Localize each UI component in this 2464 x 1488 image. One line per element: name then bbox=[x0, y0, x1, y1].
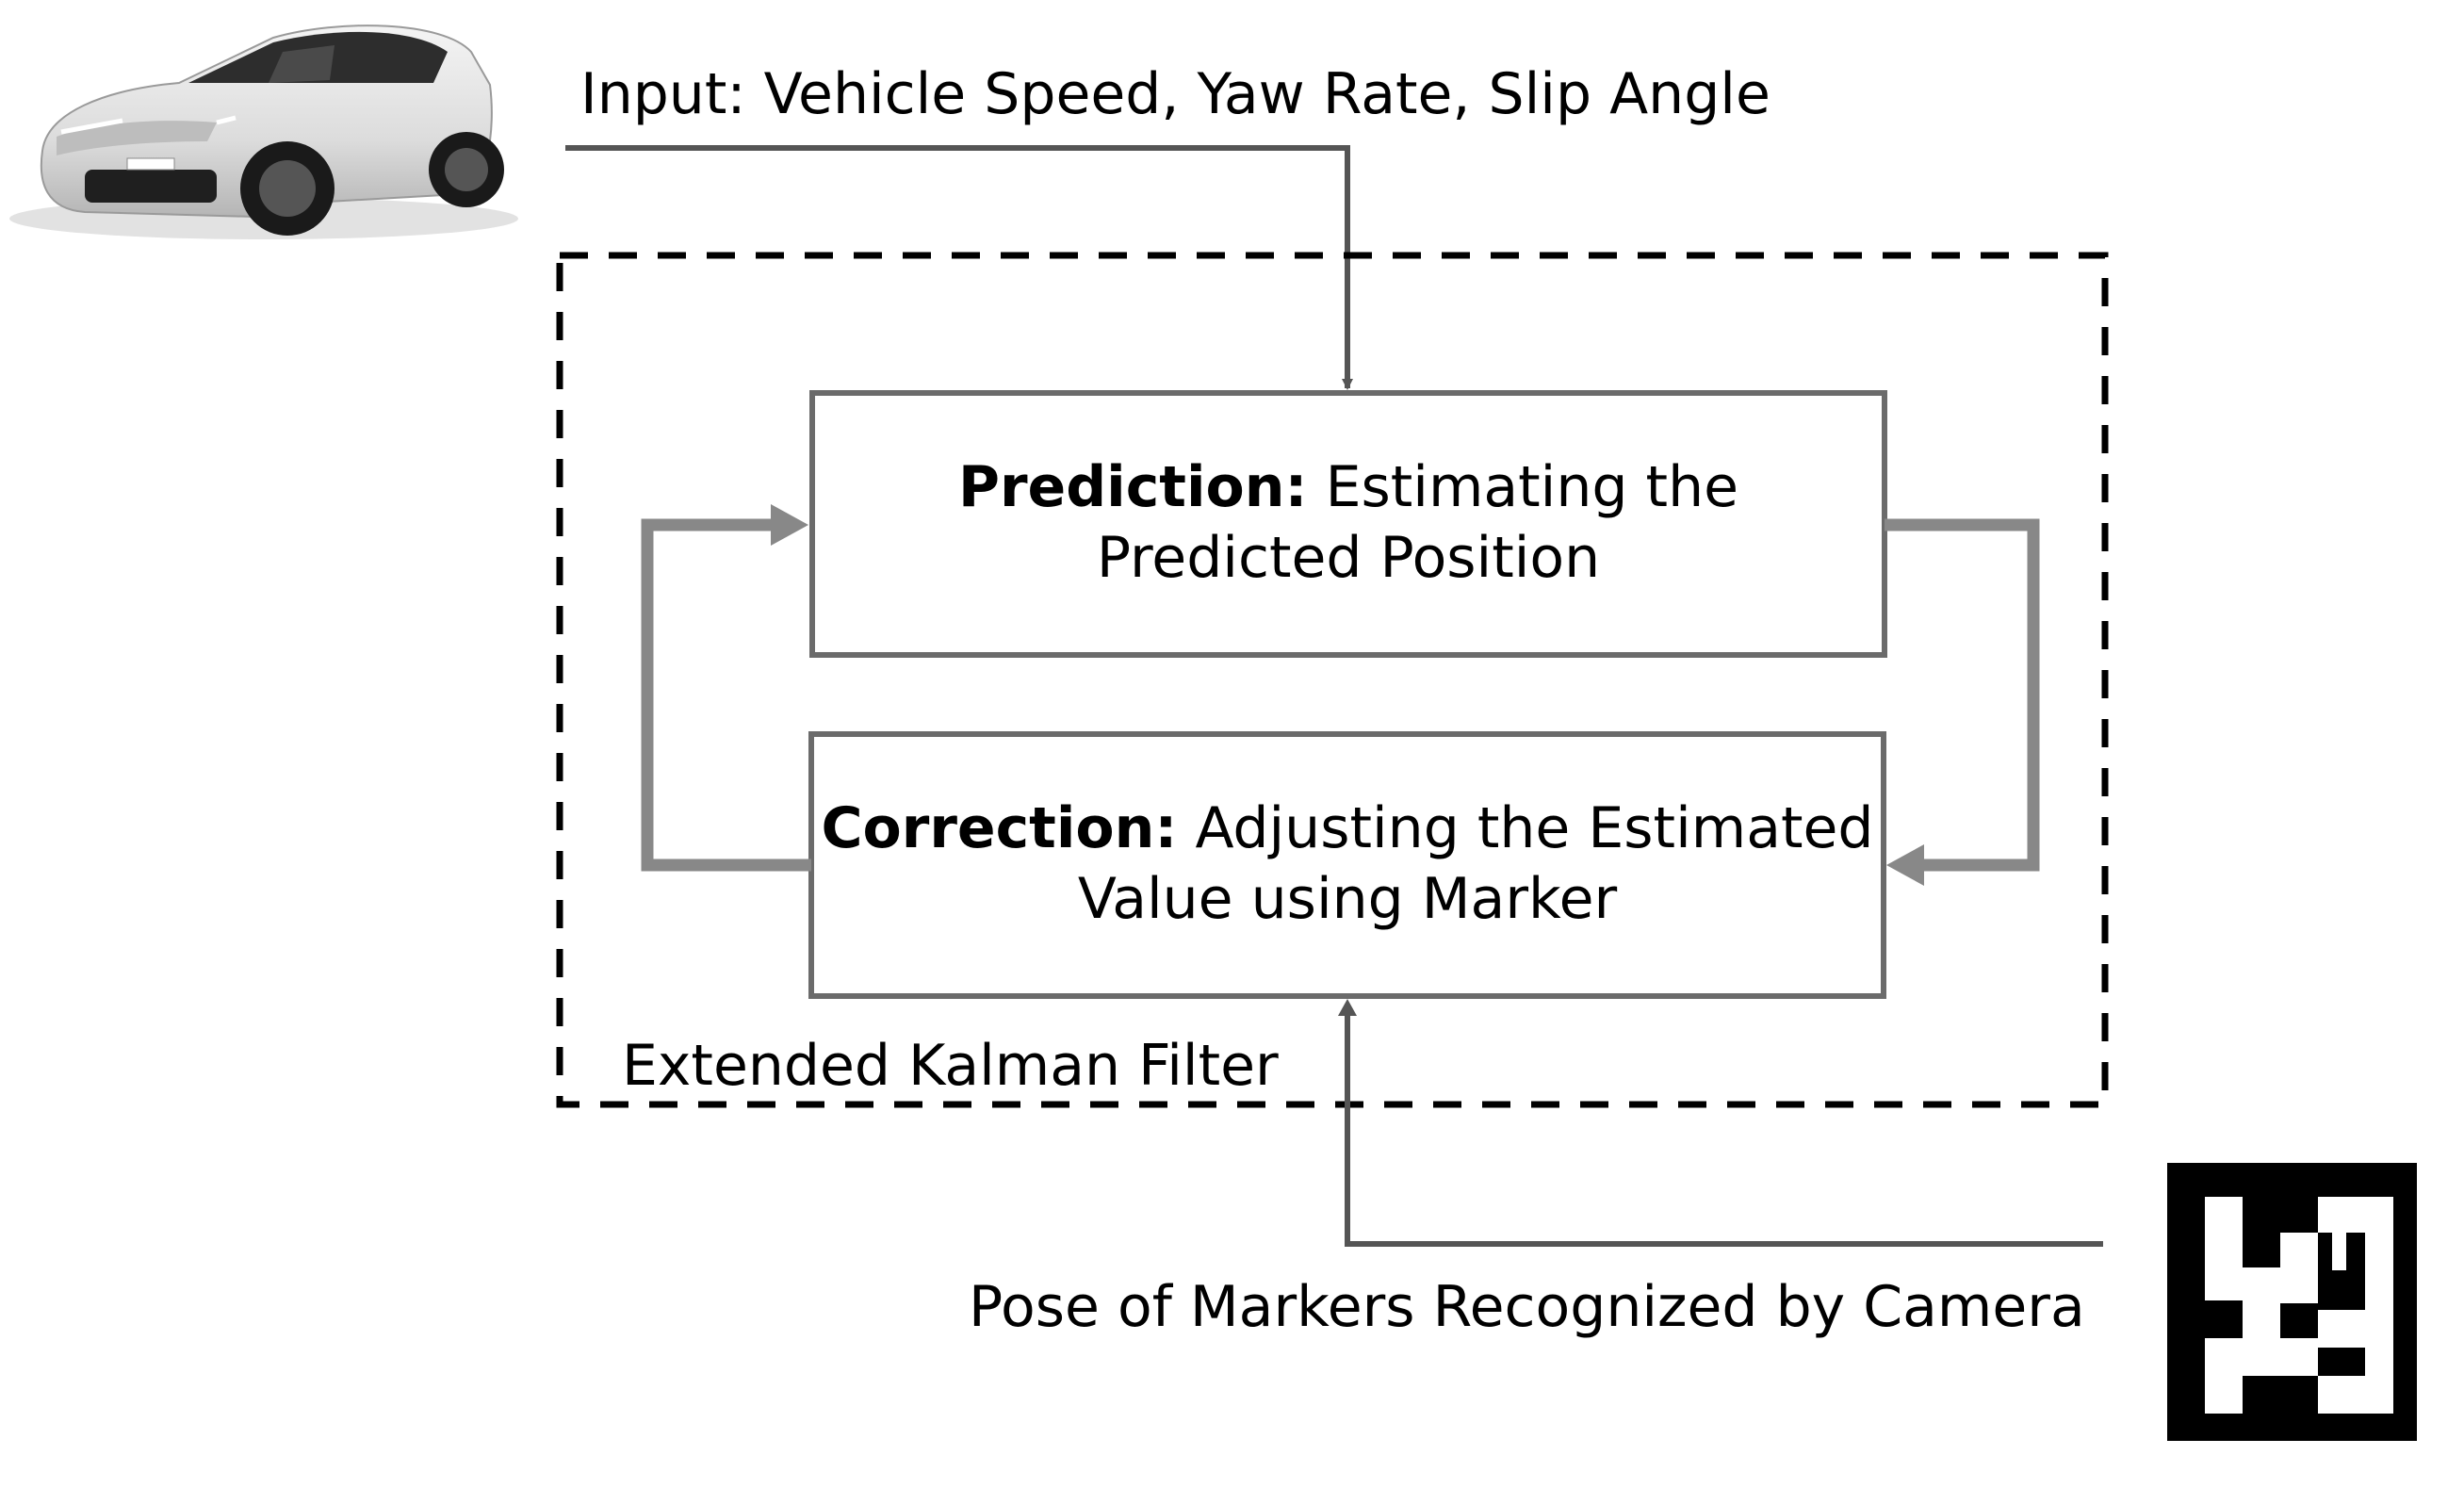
correction-text: Correction: Adjusting the Estimated Valu… bbox=[811, 793, 1884, 935]
prediction-line2: Predicted Position bbox=[1096, 525, 1601, 591]
input-label: Input: Vehicle Speed, Yaw Rate, Slip Ang… bbox=[580, 61, 1770, 127]
prediction-line1: Estimating the bbox=[1325, 454, 1739, 520]
ekf-boundary bbox=[556, 252, 2109, 1108]
prediction-text: Prediction: Estimating the Predicted Pos… bbox=[812, 452, 1885, 594]
marker-label: Pose of Markers Recognized by Camera bbox=[969, 1274, 2085, 1340]
input-arrow bbox=[565, 145, 1353, 390]
prediction-box bbox=[809, 390, 1887, 658]
car-icon bbox=[9, 25, 518, 239]
correction-box bbox=[808, 731, 1886, 999]
filter-label: Extended Kalman Filter bbox=[622, 1033, 1279, 1099]
correction-title: Correction: bbox=[821, 795, 1178, 861]
prediction-title: Prediction: bbox=[957, 454, 1308, 520]
correction-line1: Adjusting the Estimated bbox=[1195, 795, 1874, 861]
loop-arrow-left bbox=[641, 518, 811, 872]
correction-line2: Value using Marker bbox=[1077, 866, 1618, 932]
loop-arrow-right bbox=[1885, 518, 2040, 872]
aruco-marker-icon bbox=[2144, 1138, 2464, 1488]
marker-arrow bbox=[1345, 1008, 2103, 1247]
